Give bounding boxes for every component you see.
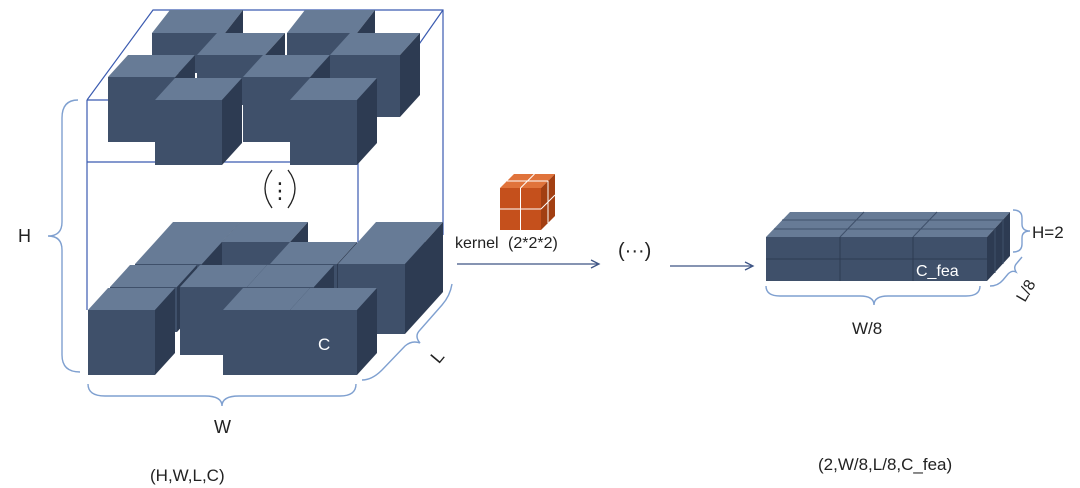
output-shape-label: (2,W/8,L/8,C_fea): [818, 455, 952, 474]
kernel-label: kernel: [455, 235, 499, 252]
h-brace: [47, 99, 81, 373]
output-w-brace: [765, 285, 981, 306]
output-top-face: [766, 212, 1010, 237]
kernel-cube: [500, 173, 556, 230]
dim-l-label: L: [426, 346, 448, 367]
voxel-cube: [290, 288, 377, 375]
input-top-layer: [108, 10, 420, 165]
layers-ellipsis: ⋮: [264, 169, 296, 209]
dim-h-label: H: [18, 226, 31, 246]
input-bottom-layer: [88, 222, 443, 375]
input-shape-label: (H,W,L,C): [150, 466, 225, 485]
kernel: kernel (2*2*2): [455, 173, 601, 269]
output-l-brace: [989, 256, 1023, 287]
output-channel-label: C_fea: [916, 263, 959, 280]
ellipsis-label: (···): [618, 240, 651, 262]
channel-label-c: C: [318, 335, 330, 354]
voxel-cube: [88, 288, 175, 375]
voxel-cube: [155, 78, 242, 165]
output-volume: C_fea H=2 L/8 W/8 (2,W/8,L/8,C_fea): [765, 209, 1064, 474]
output-dim-w-label: W/8: [852, 319, 882, 338]
w-brace: [87, 383, 357, 407]
l-brace: [361, 283, 453, 381]
output-dim-l-label: L/8: [1014, 277, 1040, 305]
vertical-dots: ⋮: [269, 178, 291, 203]
output-h-brace: [1012, 209, 1031, 253]
voxel-cube: [290, 78, 377, 165]
output-dim-h-label: H=2: [1032, 223, 1064, 242]
input-volume: ⋮ C H W L (H: [18, 9, 453, 485]
dim-w-label: W: [214, 417, 231, 437]
output-side-face: [987, 212, 1010, 281]
kernel-size-label: (2*2*2): [508, 235, 558, 252]
